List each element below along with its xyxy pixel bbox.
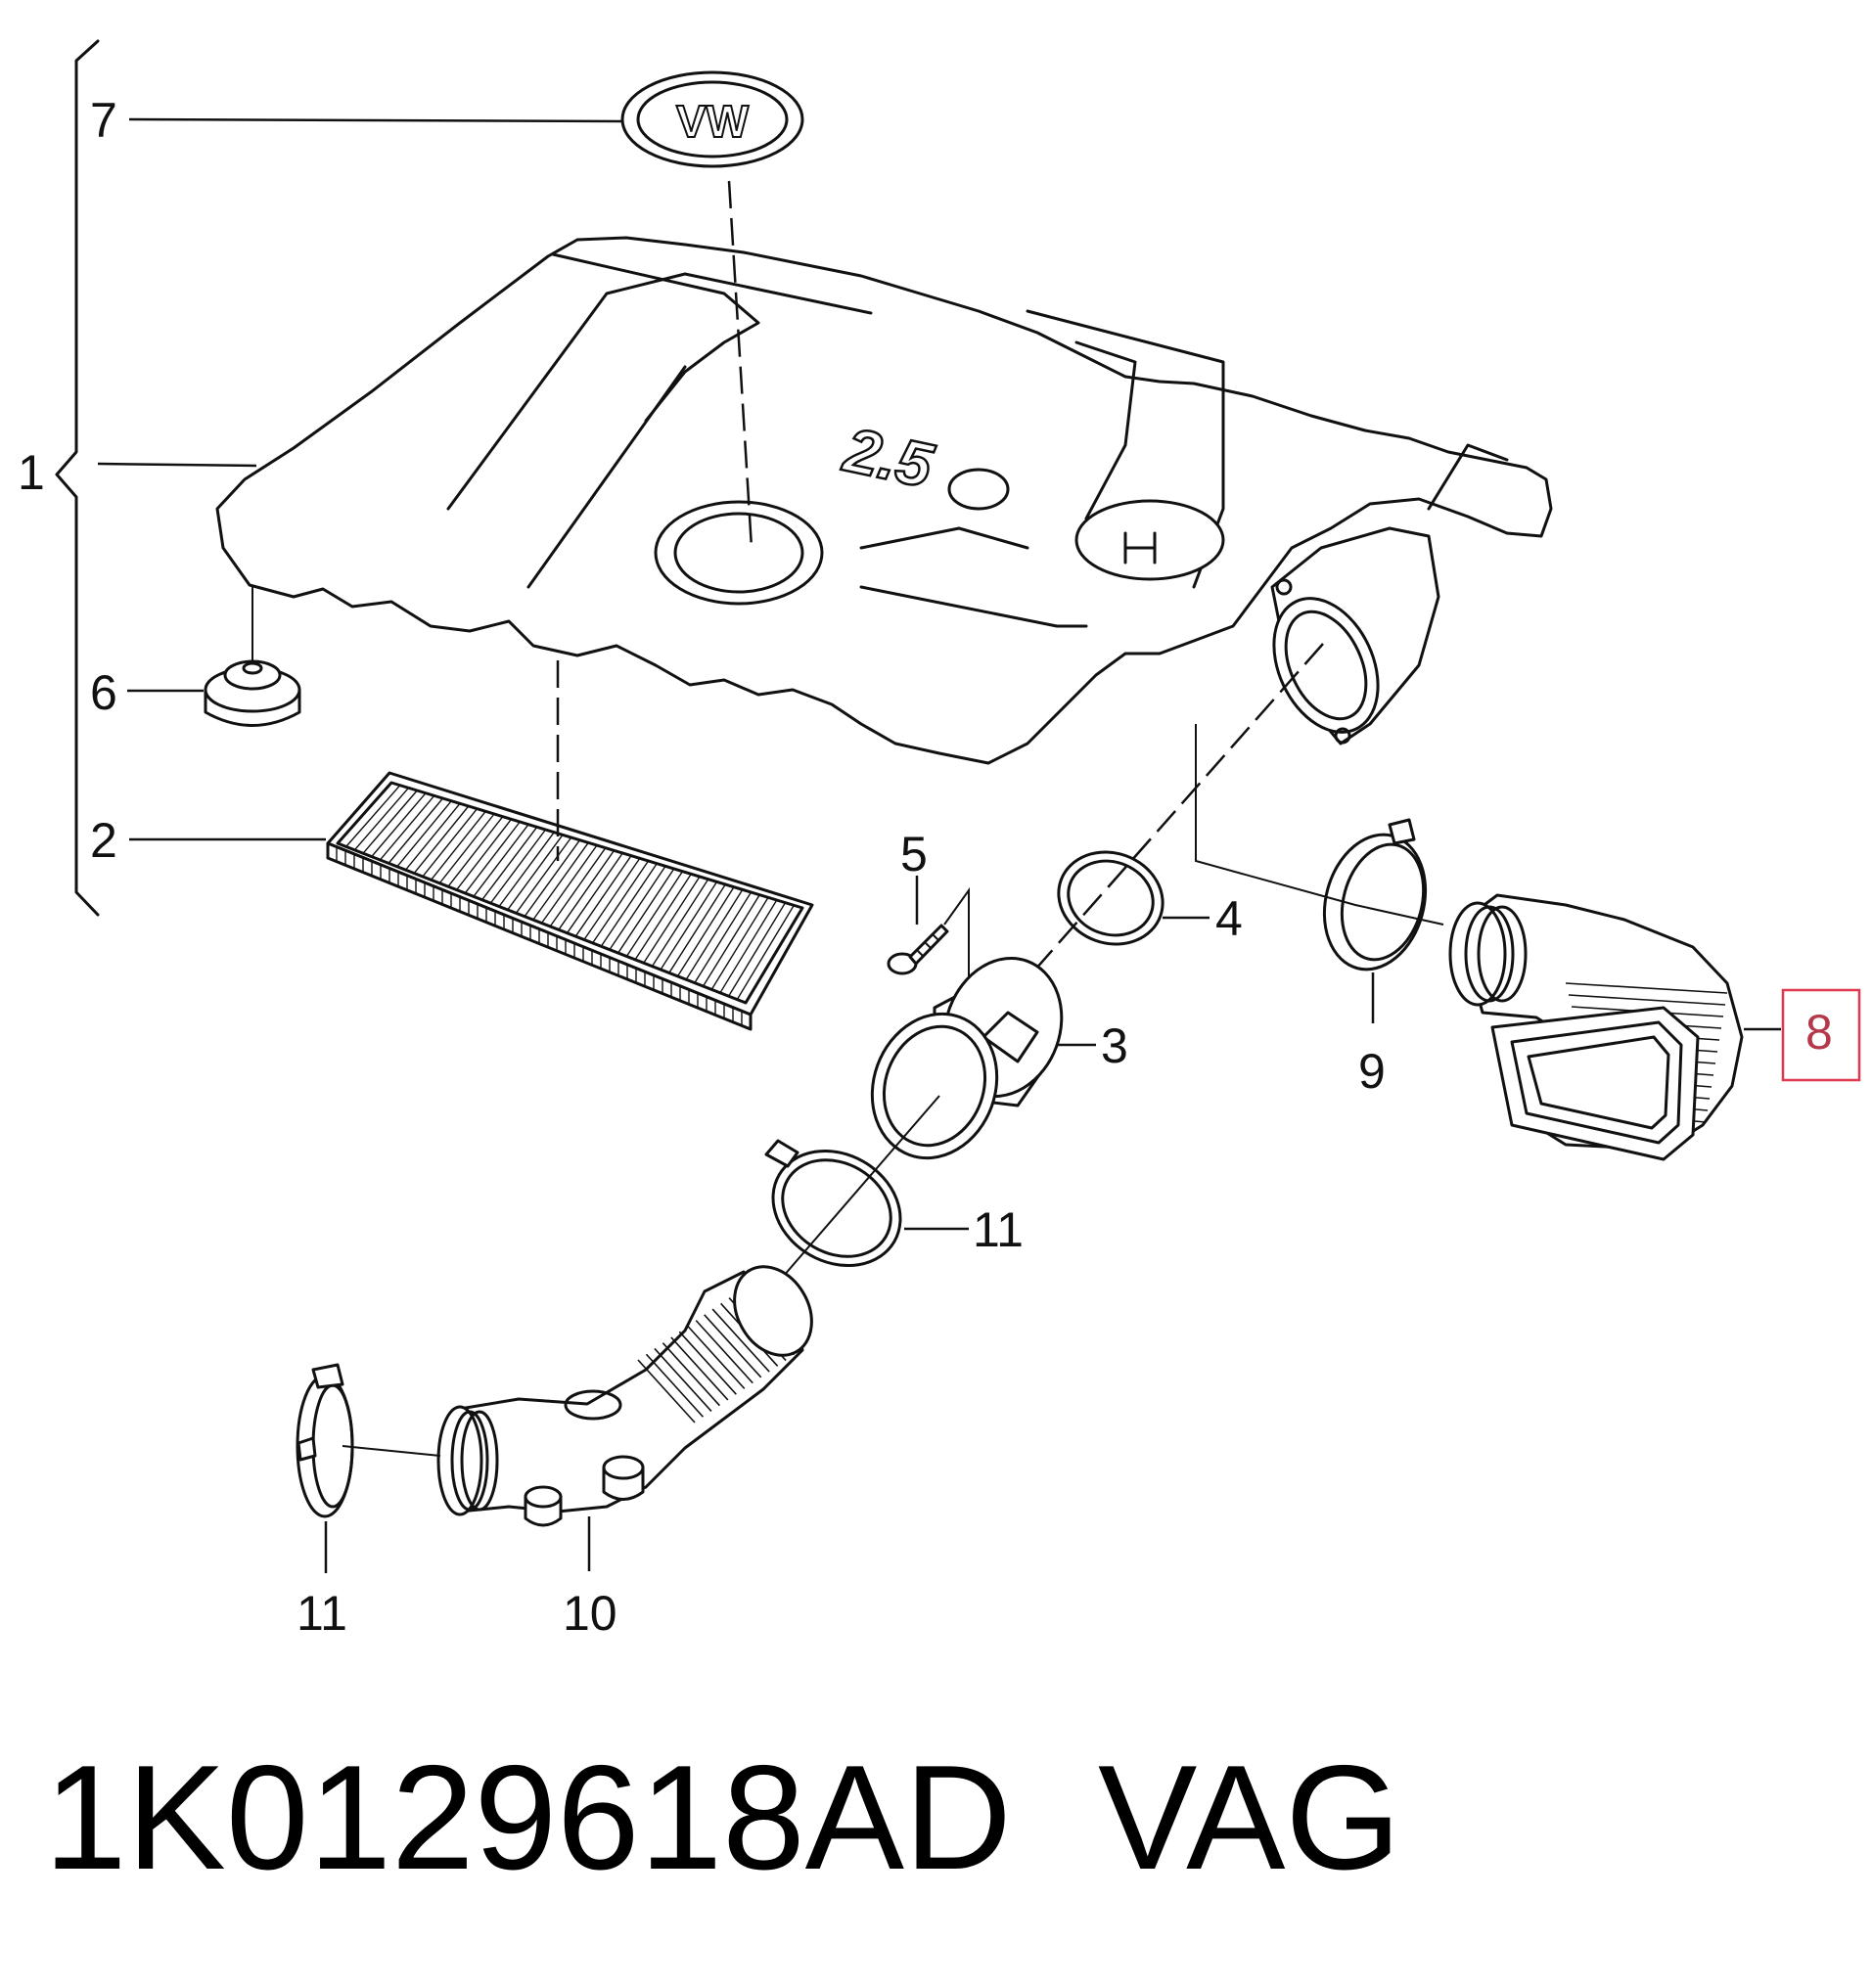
callout-11-upper: 11 [973,1202,1024,1257]
air-mass-meter [870,956,1096,1160]
callout-6: 6 [90,665,117,720]
callout-2: 2 [90,813,117,868]
brand-name: VAG [1098,1735,1401,1901]
hose-clamp-lower [296,1363,441,1573]
o-ring [1027,643,1324,979]
callout-8: 8 [1805,1005,1833,1060]
engine-cover: 2.5 [215,236,1553,765]
callout-7: 7 [90,93,117,148]
hose-clamp-right [1195,724,1444,1023]
vw-emblem: VW [128,70,804,549]
callout-9: 9 [1358,1044,1386,1099]
footer: 1K0129618AD VAG [44,1735,1401,1901]
rubber-grommet [127,587,301,727]
callout-11-lower: 11 [297,1586,347,1641]
callout-10: 10 [563,1586,617,1641]
air-intake-duct [1448,893,1781,1161]
intake-hose [436,1265,813,1571]
callout-labels: 1 7 6 2 5 4 3 9 8 11 11 10 [18,93,1861,1641]
air-filter-element [129,660,814,1031]
callout-3: 3 [1101,1018,1128,1073]
cover-intake-duct [1270,526,1440,746]
hose-clamp-upper [764,1095,969,1278]
callout-5: 5 [900,827,928,881]
part-number: 1K0129618AD [44,1735,1012,1901]
callout-4: 4 [1215,891,1243,946]
vw-emblem-logo: VW [676,96,750,147]
callout-8-highlight-box [1781,988,1861,1082]
assembly-bracket [55,39,257,917]
callout-1: 1 [18,445,45,500]
